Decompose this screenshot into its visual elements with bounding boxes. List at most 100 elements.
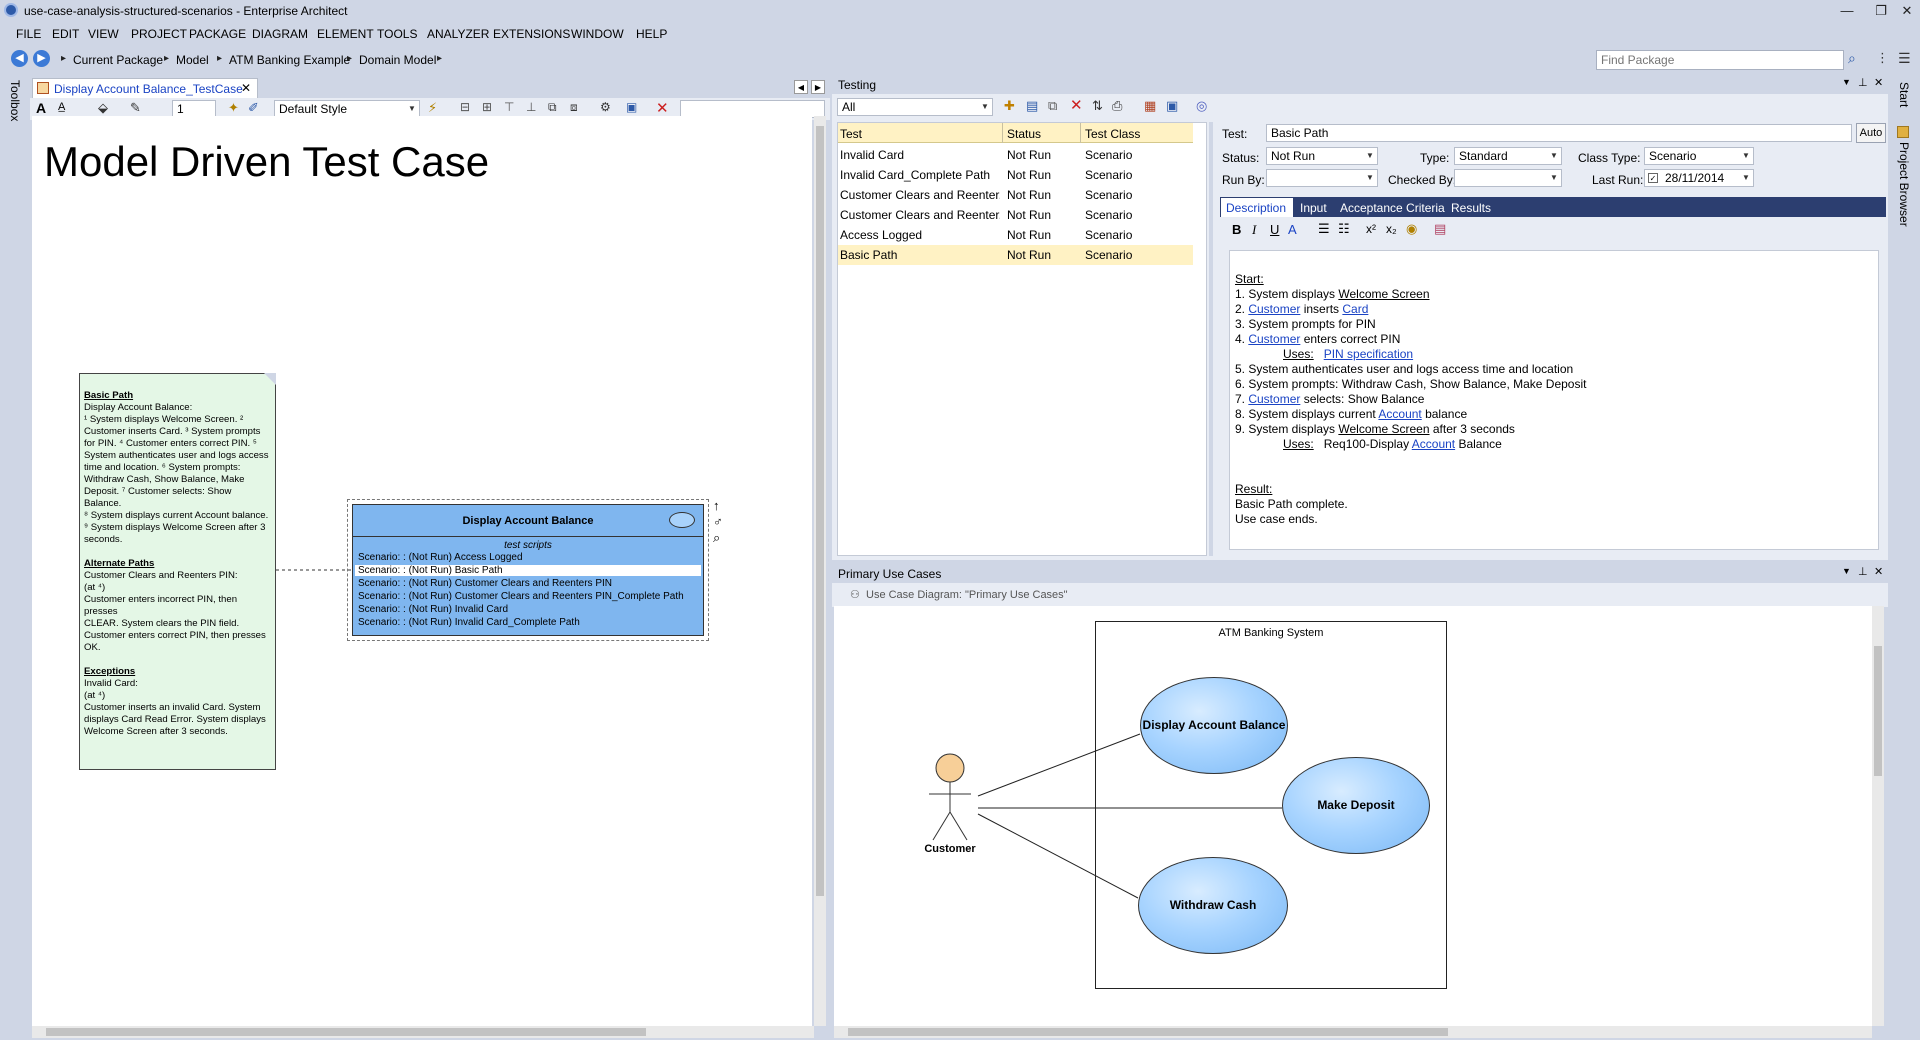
menu-project[interactable]: PROJECT [131, 27, 188, 41]
subscript-icon[interactable]: x₂ [1386, 222, 1397, 236]
back-icon[interactable]: ◀ [11, 50, 28, 67]
link-icon[interactable]: ♂ [713, 514, 723, 529]
toolbox-tab[interactable]: Toolbox [8, 80, 22, 122]
menu-view[interactable]: VIEW [88, 27, 119, 41]
project-browser-tab[interactable]: Project Browser [1897, 142, 1911, 227]
hamburger-menu-icon[interactable]: ☰ [1898, 50, 1911, 66]
column-test-class[interactable]: Test Class [1085, 127, 1141, 141]
close-button[interactable]: ✕ [1901, 3, 1913, 18]
menu-tools[interactable]: TOOLS [377, 27, 418, 41]
close-panel-icon[interactable]: ✕ [1874, 566, 1884, 578]
last-run-date-picker[interactable]: 28/11/2014 [1644, 169, 1754, 187]
system-boundary[interactable] [1095, 621, 1447, 989]
superscript-icon[interactable]: x² [1366, 222, 1376, 236]
splitter[interactable] [1209, 122, 1213, 556]
test-script-row[interactable]: Scenario: : (Not Run) Customer Clears an… [358, 578, 612, 589]
tab-results[interactable]: Results [1451, 201, 1492, 215]
card-link[interactable]: Card [1342, 302, 1369, 316]
start-tab[interactable]: Start [1897, 82, 1911, 108]
restore-button[interactable]: ❐ [1875, 3, 1887, 18]
scroll-thumb[interactable] [848, 1028, 1448, 1036]
menu-edit[interactable]: EDIT [52, 27, 80, 41]
use-case-withdraw-cash[interactable]: Withdraw Cash [1138, 857, 1288, 954]
table-row[interactable]: Invalid Card Not Run Scenario [838, 145, 1193, 165]
test-script-row-selected[interactable]: Scenario: : (Not Run) Basic Path [355, 565, 701, 576]
zoom-icon[interactable]: ⌕ [713, 530, 721, 545]
menu-help[interactable]: HELP [636, 27, 668, 41]
align-bottom-icon[interactable]: ⊥ [526, 100, 537, 114]
auto-button[interactable]: Auto [1856, 123, 1886, 143]
forward-icon[interactable]: ▶ [33, 50, 50, 67]
customer-link[interactable]: Customer [1248, 302, 1301, 316]
run-by-select[interactable] [1266, 169, 1378, 187]
text-color-icon[interactable]: A [1288, 222, 1297, 237]
test-name-field[interactable]: Basic Path [1266, 124, 1852, 142]
chevron-down-icon[interactable]: ▼ [1550, 151, 1558, 160]
insert-object-icon[interactable]: ▤ [1434, 221, 1447, 236]
test-filter-select[interactable]: All [837, 98, 993, 116]
diagram-horizontal-scrollbar[interactable] [32, 1026, 814, 1038]
menu-package[interactable]: PACKAGE [189, 27, 247, 41]
table-row[interactable]: Invalid Card_Complete Path Not Run Scena… [838, 165, 1193, 185]
chevron-down-icon[interactable]: ▼ [1742, 151, 1750, 160]
more-options-icon[interactable]: ⋮ [1876, 50, 1889, 65]
diagram-tab[interactable]: Display Account Balance_TestCase ✕ [32, 78, 258, 98]
scroll-tabs-left-icon[interactable]: ◀ [794, 80, 808, 94]
help-icon[interactable]: ◎ [1196, 98, 1208, 113]
find-package-input[interactable] [1596, 50, 1844, 70]
menu-element[interactable]: ELEMENT [317, 27, 374, 41]
minimize-button[interactable]: — [1840, 3, 1854, 18]
underline-icon[interactable]: U [1270, 222, 1280, 237]
test-case-element[interactable]: Display Account Balance test scripts Sce… [352, 504, 704, 636]
style-options-icon[interactable]: ⚡ [428, 100, 438, 115]
test-script-row[interactable]: Scenario: : (Not Run) Invalid Card [358, 604, 509, 615]
chevron-down-icon[interactable]: ▼ [981, 102, 989, 111]
up-arrow-icon[interactable]: ↑ [713, 498, 720, 513]
menu-window[interactable]: WINDOW [571, 27, 624, 41]
scroll-tabs-right-icon[interactable]: ▶ [811, 80, 825, 94]
new-test-icon[interactable]: ✚ [1004, 98, 1015, 113]
chevron-down-icon[interactable]: ▼ [1742, 173, 1750, 182]
scroll-thumb[interactable] [816, 126, 824, 896]
description-editor[interactable] [1229, 250, 1879, 550]
association-line[interactable] [977, 813, 1139, 899]
scroll-thumb[interactable] [1874, 646, 1882, 776]
scenario-note[interactable]: Basic Path Display Account Balance: ¹ Sy… [79, 373, 276, 770]
checkbox-checked-icon[interactable]: ✓ [1648, 173, 1658, 183]
line-color-icon[interactable]: ✎ [130, 100, 141, 115]
pin-specification-link[interactable]: PIN specification [1323, 347, 1414, 361]
tab-acceptance-criteria[interactable]: Acceptance Criteria [1340, 201, 1445, 215]
type-select[interactable]: Standard [1454, 147, 1562, 165]
chevron-down-icon[interactable]: ▼ [1366, 173, 1374, 182]
diagram-properties-icon[interactable]: ▣ [626, 100, 638, 114]
class-type-select[interactable]: Scenario [1644, 147, 1754, 165]
customer-link[interactable]: Customer [1248, 392, 1301, 406]
same-height-icon[interactable]: ⧈ [570, 100, 578, 114]
align-left-icon[interactable]: ⊟ [460, 100, 471, 114]
same-width-icon[interactable]: ⧉ [548, 100, 557, 114]
diagram-vertical-scrollbar[interactable] [814, 116, 826, 1026]
test-details-icon[interactable]: ▣ [1166, 98, 1179, 113]
menu-file[interactable]: FILE [16, 27, 42, 41]
layout-icon[interactable]: ⚙ [600, 100, 611, 114]
menu-extensions[interactable]: EXTENSIONS [493, 27, 571, 41]
search-icon[interactable]: ⌕ [1848, 50, 1856, 66]
panel-dropdown-icon[interactable]: ▼ [1842, 77, 1851, 87]
use-case-horizontal-scrollbar[interactable] [834, 1026, 1872, 1038]
tab-input[interactable]: Input [1300, 201, 1327, 215]
menu-analyzer[interactable]: ANALYZER [427, 27, 490, 41]
menu-diagram[interactable]: DIAGRAM [252, 27, 309, 41]
column-test[interactable]: Test [840, 127, 863, 141]
customer-actor[interactable] [925, 752, 975, 846]
numbered-list-icon[interactable]: ☷ [1338, 221, 1350, 236]
chevron-down-icon[interactable]: ▼ [408, 104, 416, 113]
save-icon[interactable]: ▤ [1026, 98, 1039, 113]
breadcrumb-current-package[interactable]: Current Package [73, 53, 164, 67]
chevron-down-icon[interactable]: ▼ [1366, 151, 1374, 160]
table-row[interactable]: Customer Clears and Reenter... Not Run S… [838, 205, 1193, 225]
print-icon[interactable]: ⎙ [1112, 98, 1123, 113]
breadcrumb-atm-banking-example[interactable]: ATM Banking Example [229, 53, 351, 67]
tab-description[interactable]: Description [1221, 198, 1293, 217]
align-top-icon[interactable]: ⊤ [504, 100, 515, 114]
delete-icon[interactable]: ✕ [656, 100, 669, 117]
